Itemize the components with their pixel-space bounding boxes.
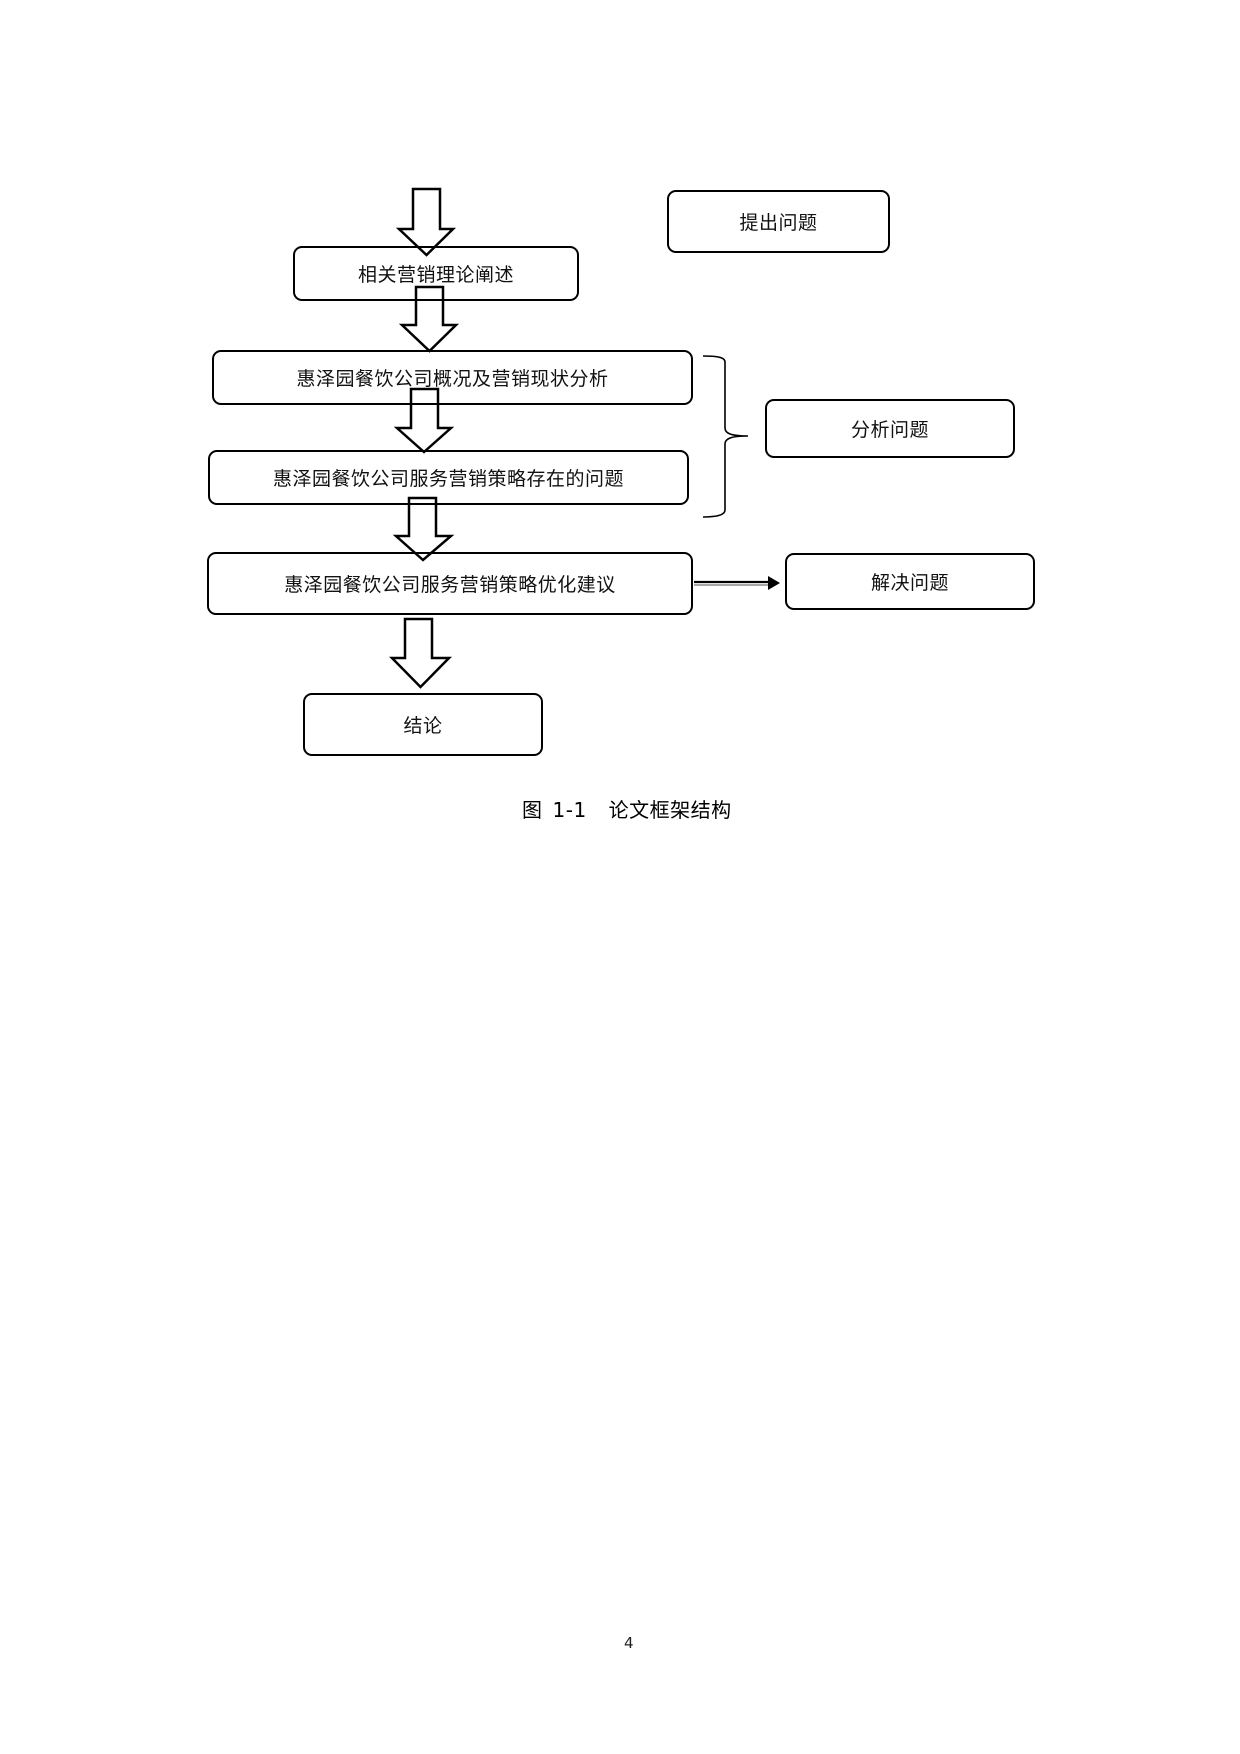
stage-raise-problem-label: 提出问题 — [739, 212, 818, 234]
flow-step-label: 惠泽园餐饮公司服务营销策略优化建议 — [284, 574, 616, 596]
flow-step-label: 惠泽园餐饮公司服务营销策略存在的问题 — [272, 468, 624, 490]
block-arrow-down-icon — [395, 187, 457, 257]
flow-step-theory-box: 相关营销理论阐述 — [293, 246, 579, 301]
stage-solve-problem-box: 解决问题 — [785, 553, 1035, 610]
figure-caption: 图 1-1 论文框架结构 — [522, 794, 732, 823]
right-brace-icon — [702, 355, 749, 518]
flow-step-suggestions-box: 惠泽园餐饮公司服务营销策略优化建议 — [207, 552, 693, 615]
flow-step-label: 结论 — [403, 715, 443, 737]
block-arrow-down-icon — [398, 285, 460, 353]
flow-step-label: 惠泽园餐饮公司概况及营销现状分析 — [296, 368, 609, 390]
flow-step-overview-box: 惠泽园餐饮公司概况及营销现状分析 — [212, 350, 693, 405]
figure-caption-number: 1-1 — [552, 798, 587, 822]
flow-step-label: 相关营销理论阐述 — [357, 264, 514, 286]
flow-step-problems-box: 惠泽园餐饮公司服务营销策略存在的问题 — [208, 450, 689, 505]
block-arrow-down-icon — [389, 617, 452, 689]
stage-analyze-problem-box: 分析问题 — [765, 399, 1015, 458]
stage-solve-problem-label: 解决问题 — [870, 572, 949, 594]
figure-caption-title: 论文框架结构 — [608, 798, 732, 822]
block-arrow-down-icon — [392, 496, 455, 562]
stage-analyze-problem-label: 分析问题 — [850, 419, 929, 441]
page-number: 4 — [624, 1634, 634, 1652]
figure-caption-label: 图 — [522, 798, 543, 822]
flow-step-conclusion-box: 结论 — [303, 693, 543, 756]
stage-raise-problem-box: 提出问题 — [667, 190, 890, 253]
arrow-right-icon — [768, 576, 780, 590]
